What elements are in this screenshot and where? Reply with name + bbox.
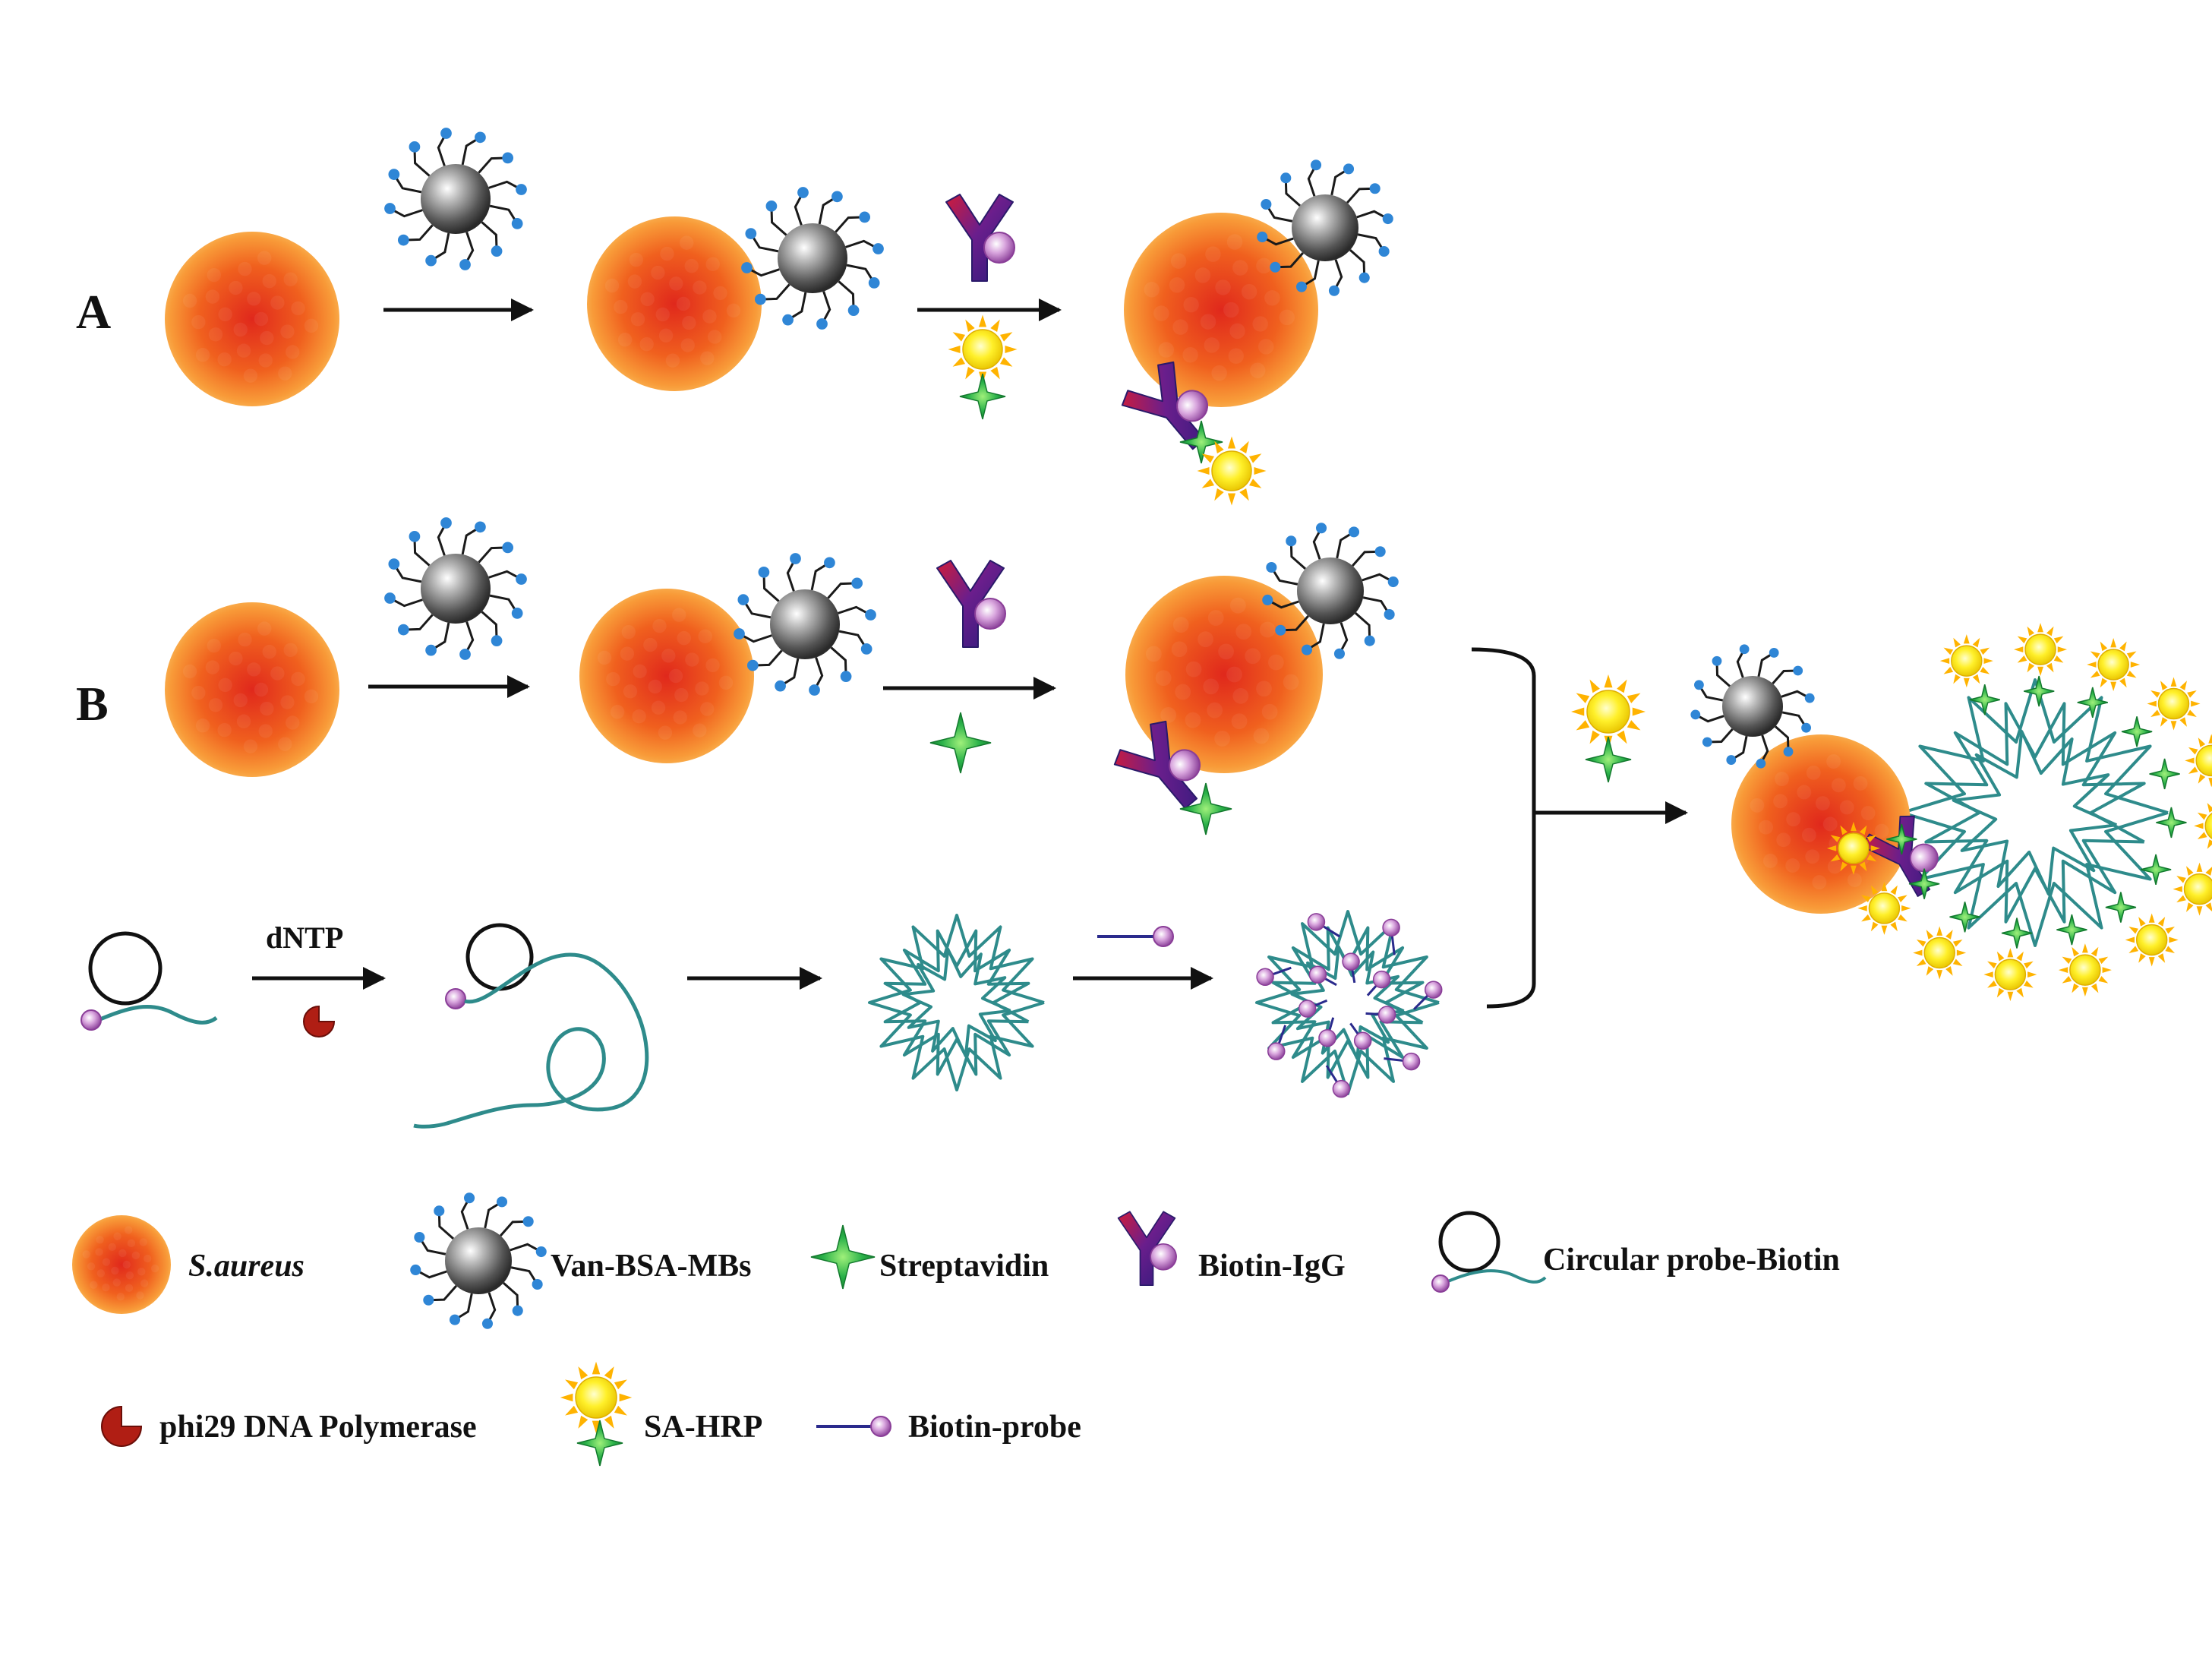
legend-biotin-igg-label: Biotin-IgG (1198, 1249, 1346, 1284)
streptavidin-star (929, 712, 992, 774)
legend-sa-hrp-star (576, 1420, 623, 1467)
combine-bracket (1471, 647, 1536, 1009)
hrp-enzyme (1826, 821, 1880, 875)
legend-circular-probe-label: Circular probe-Biotin (1543, 1243, 1840, 1278)
sa-hrp-ring (1826, 623, 2212, 1002)
bacterium (1125, 576, 1323, 773)
streptavidin-star (2140, 854, 2172, 886)
bacterium (165, 232, 339, 406)
streptavidin-star (2024, 675, 2055, 707)
legend-s-aureus-label: S.aureus (188, 1249, 305, 1284)
row-label-a: A (76, 285, 111, 339)
legend-phi29-label: phi29 DNA Polymerase (159, 1410, 477, 1445)
legend-van-bsa-mbs-label: Van-BSA-MBs (551, 1249, 752, 1284)
bacterium (579, 589, 754, 763)
legend-biotin-probe-label: Biotin-probe (908, 1410, 1081, 1445)
row-label-b: B (76, 677, 109, 731)
bacterium (587, 216, 762, 391)
legend-biotin-probe-swatch (816, 1416, 891, 1437)
biotin-igg-antibody (1113, 720, 1201, 810)
hrp-enzyme (2014, 623, 2068, 677)
magnetic-bead (1257, 159, 1393, 296)
hrp-enzyme (948, 314, 1018, 384)
hrp-enzyme (2058, 943, 2112, 997)
magnetic-bead (384, 517, 527, 660)
streptavidin-star (1886, 823, 1917, 855)
streptavidin-star (2056, 914, 2087, 946)
phi29-polymerase-icon (303, 1005, 336, 1038)
dntp-label: dNTP (266, 921, 343, 955)
hrp-enzyme (1983, 948, 2037, 1002)
hrp-enzyme (2125, 913, 2179, 967)
hrp-enzyme (1197, 436, 1267, 506)
hrp-enzyme (1913, 926, 1967, 980)
streptavidin-star (1969, 684, 2000, 715)
streptavidin-star (2001, 918, 2033, 949)
magnetic-bead (384, 128, 527, 270)
hrp-enzyme (2194, 803, 2212, 849)
hrp-enzyme (1857, 881, 1911, 935)
biotin-probe (1097, 926, 1174, 947)
legend-phi29-swatch (101, 1405, 143, 1447)
magnetic-bead (734, 553, 876, 696)
hrp-enzyme (2185, 734, 2212, 788)
streptavidin-star (2149, 758, 2180, 790)
dna-nanoflower (868, 914, 1045, 1091)
legend-streptavidin-swatch (810, 1224, 876, 1290)
dna-nanoflower-biotinylated (1255, 910, 1443, 1098)
streptavidin-star (1585, 736, 1632, 783)
hrp-enzyme (2147, 677, 2201, 731)
legend-biotin-igg-swatch (1117, 1211, 1177, 1287)
legend-sa-hrp-label: SA-HRP (644, 1410, 762, 1445)
streptavidin-star (1179, 420, 1223, 464)
hrp-enzyme (1571, 674, 1646, 749)
hrp-enzyme (1939, 634, 1993, 688)
streptavidin-star (2077, 687, 2108, 719)
hrp-enzyme (2087, 637, 2141, 691)
rca-product-strand (413, 923, 649, 1129)
legend-van-bsa-mbs-swatch (410, 1192, 547, 1329)
bacterium (165, 602, 339, 777)
magnetic-bead (741, 187, 884, 330)
legend-s-aureus-swatch (72, 1215, 171, 1314)
legend-circular-probe-swatch (1431, 1211, 1547, 1293)
circular-probe-biotin (80, 931, 218, 1031)
hrp-enzyme (2173, 862, 2212, 916)
magnetic-bead (1262, 523, 1399, 659)
streptavidin-star (2105, 892, 2137, 923)
legend-streptavidin-label: Streptavidin (879, 1249, 1049, 1284)
streptavidin-star (2121, 716, 2153, 747)
magnetic-bead (1690, 644, 1815, 769)
biotin-igg-antibody (1121, 361, 1209, 450)
bacterium (1124, 213, 1318, 407)
biotin-igg-antibody (1861, 815, 1939, 897)
streptavidin-star (1179, 782, 1232, 835)
streptavidin-star (1949, 902, 1980, 933)
biotin-igg-antibody (945, 194, 1015, 282)
legend-sa-hrp-sun (560, 1361, 633, 1434)
biotin-igg-antibody (936, 560, 1006, 648)
legend: S.aureus Van-BSA-MBs Streptavidin Biotin… (72, 1192, 1840, 1467)
streptavidin-star (1908, 868, 1940, 899)
streptavidin-star (959, 373, 1006, 420)
streptavidin-star (2156, 807, 2187, 839)
